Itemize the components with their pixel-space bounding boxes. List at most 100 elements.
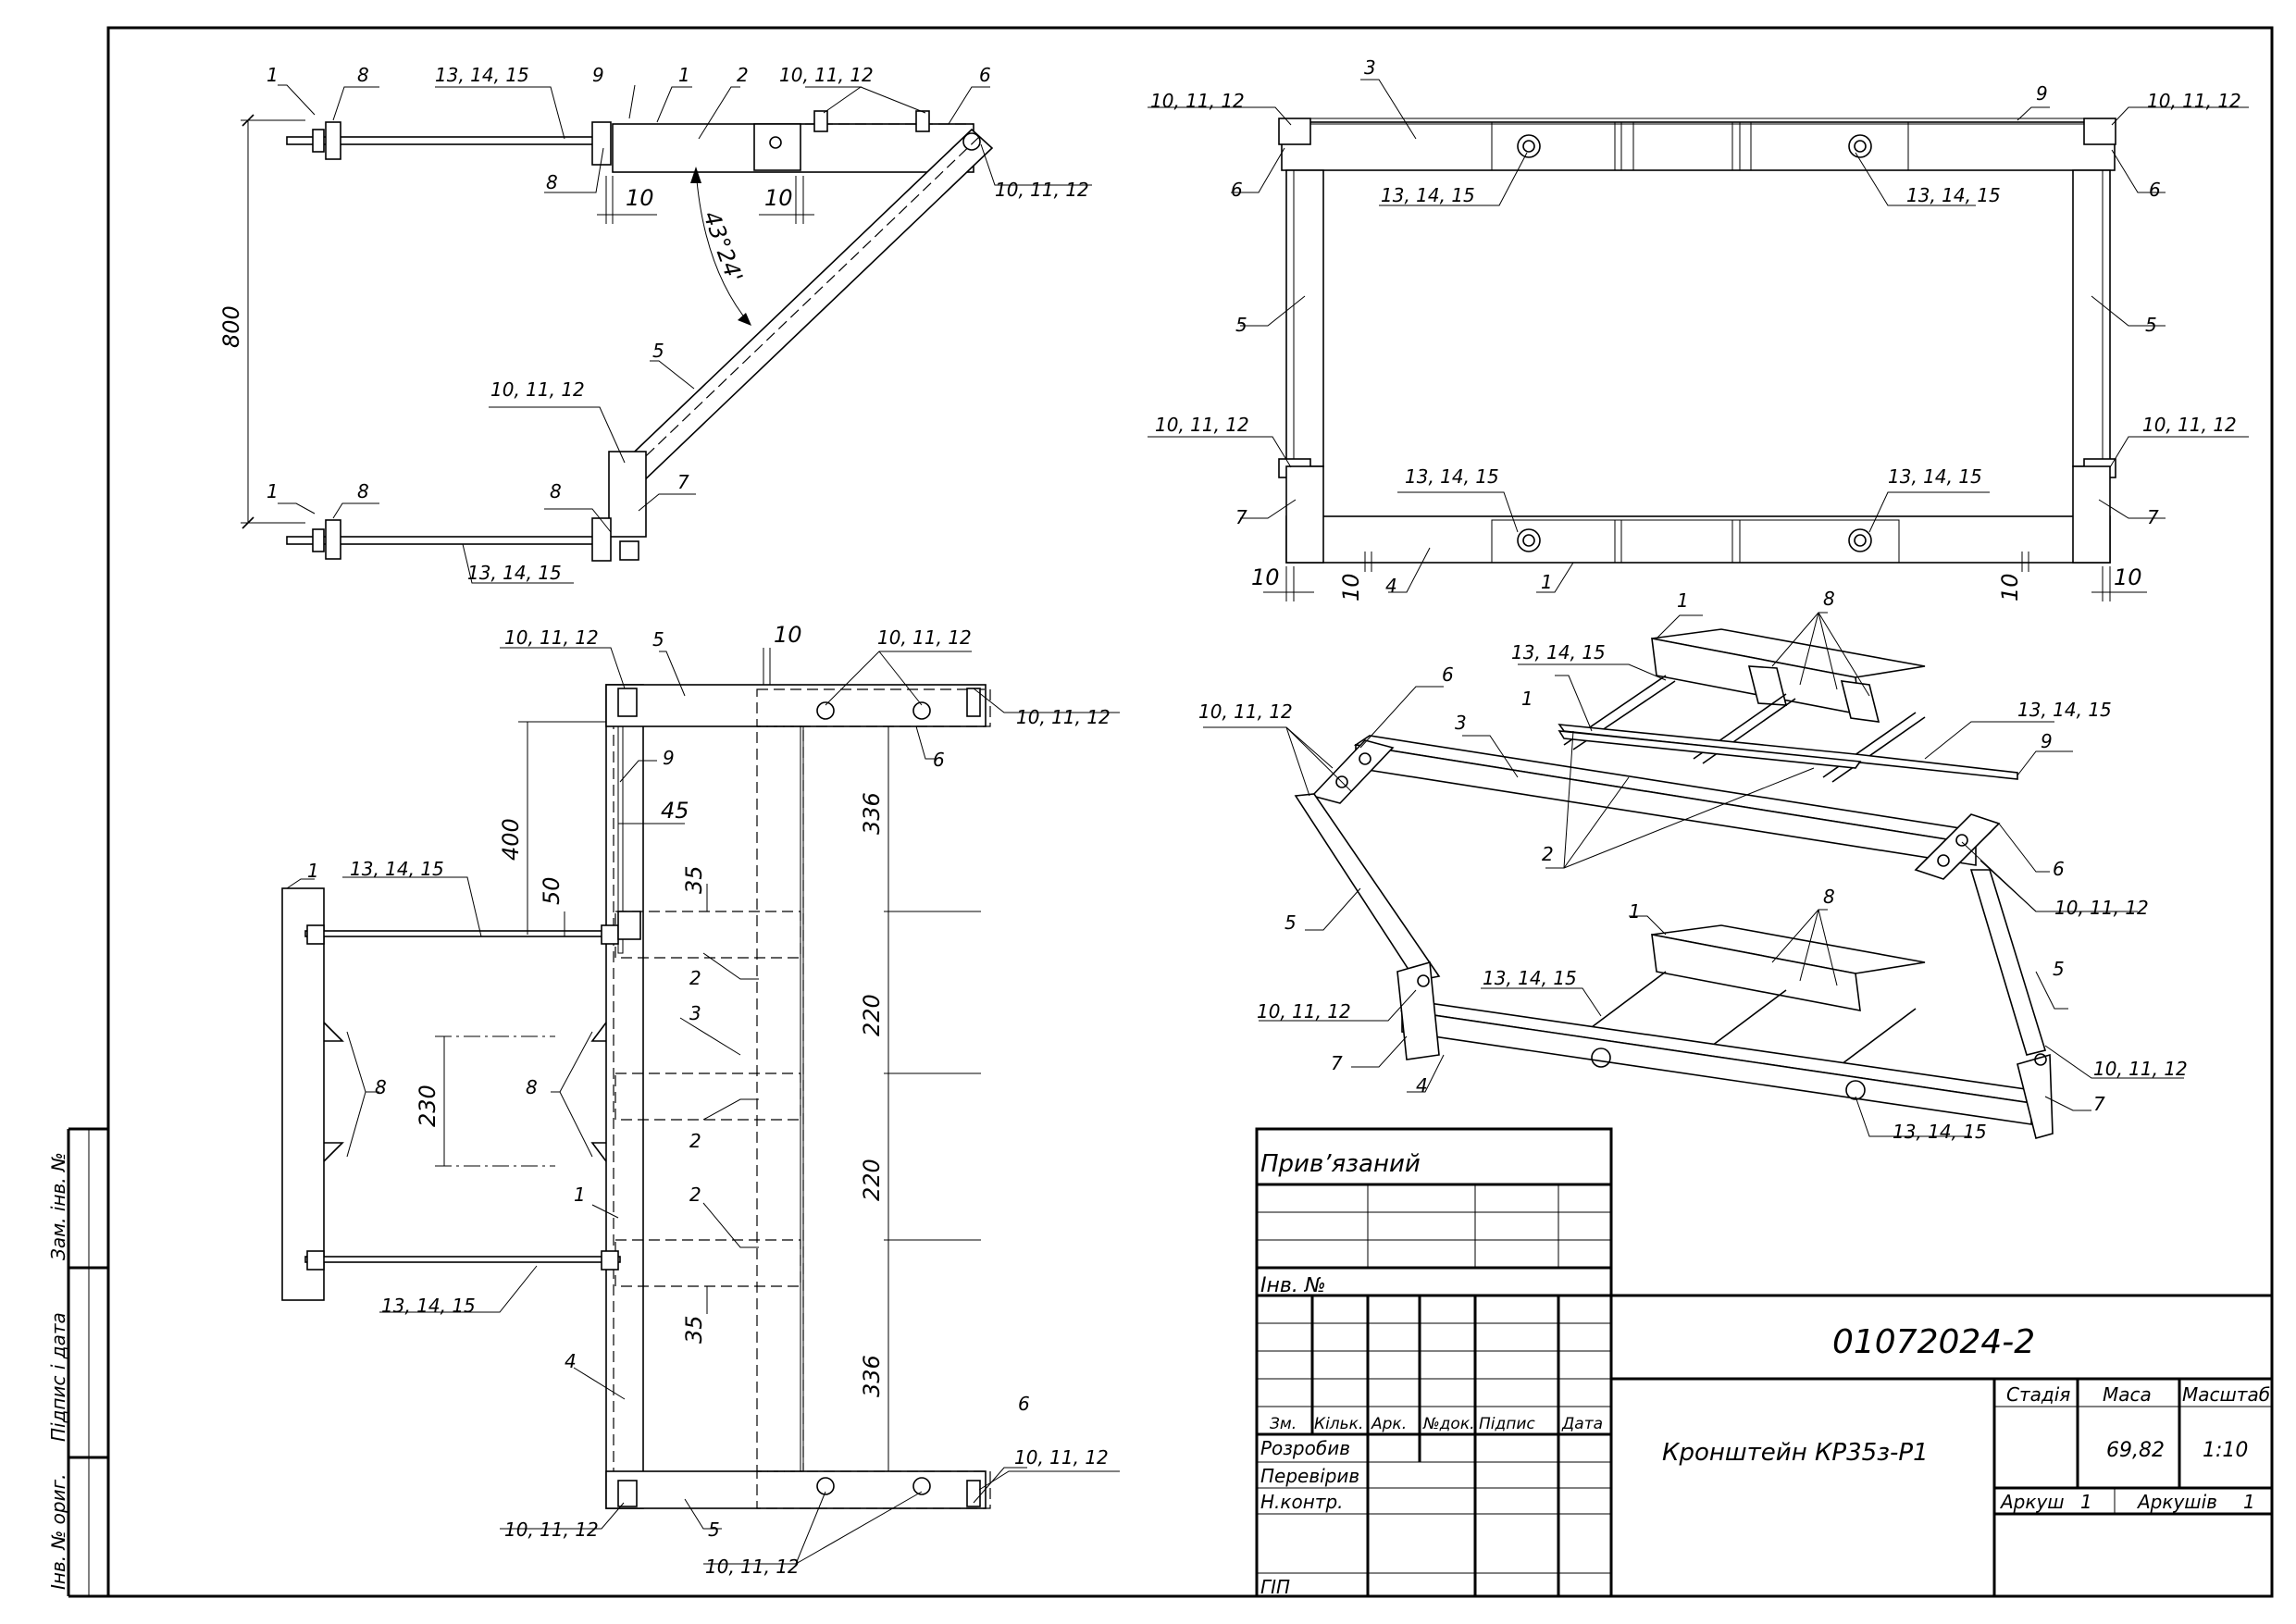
lbl-bolts-t4: 10, 11, 12 xyxy=(1014,1446,1109,1469)
lbl-2: 2 xyxy=(737,64,749,86)
dim-336-a: 336 xyxy=(859,792,885,835)
lbl-8-i1: 8 xyxy=(1823,588,1835,610)
lbl-4-t: 4 xyxy=(565,1350,577,1372)
tb-col-kilk: Кільк. xyxy=(1314,1415,1363,1433)
tb-sheet-value: 1 xyxy=(2080,1491,2092,1513)
tb-role-norm: Н.контр. xyxy=(1260,1491,1344,1513)
lbl-bolts-c: 10, 11, 12 xyxy=(490,378,585,401)
tb-mass-value: 69,82 xyxy=(2106,1439,2165,1462)
tb-col-sign: Підпис xyxy=(1479,1415,1535,1433)
tb-role-dev: Розробив xyxy=(1260,1437,1350,1459)
lbl-2-i: 2 xyxy=(1542,843,1554,865)
dim-10-e: 10 xyxy=(1997,573,2023,601)
lbl-9-i: 9 xyxy=(2041,730,2053,752)
dim-800: 800 xyxy=(218,305,244,348)
lbl-studs-f1: 13, 14, 15 xyxy=(1381,184,1475,206)
lbl-5-i2: 5 xyxy=(2053,958,2065,980)
dim-10-a: 10 xyxy=(626,185,654,211)
lbl-1-f: 1 xyxy=(1541,571,1553,593)
lbl-bolts-f3: 10, 11, 12 xyxy=(1155,414,1249,436)
tb-mass-label: Маса xyxy=(2103,1383,2152,1406)
lbl-bolts-f2: 10, 11, 12 xyxy=(2147,90,2241,112)
tb-bound: Прив’язаний xyxy=(1260,1150,1421,1178)
lbl-6: 6 xyxy=(979,64,991,86)
lbl-6-t2: 6 xyxy=(1018,1393,1030,1415)
dim-10-g: 10 xyxy=(774,622,802,648)
vertical-member xyxy=(605,684,644,1509)
lbl-7-f2: 7 xyxy=(2147,506,2159,528)
tb-sheets-value: 1 xyxy=(2243,1491,2255,1513)
lbl-bolts-t5: 10, 11, 12 xyxy=(504,1519,599,1541)
lbl-studs-i4: 13, 14, 15 xyxy=(1893,1121,1987,1143)
lbl-bolts-i3: 10, 11, 12 xyxy=(1257,1000,1351,1023)
lbl-bolts-f1: 10, 11, 12 xyxy=(1150,90,1245,112)
lbl-bolts: 10, 11, 12 xyxy=(779,64,874,86)
left-plate-upper xyxy=(325,121,341,160)
tb-col-ark: Арк. xyxy=(1371,1415,1407,1433)
lbl-1-i1: 1 xyxy=(1677,589,1689,612)
dim-50: 50 xyxy=(539,876,565,905)
lbl-studs-i3: 13, 14, 15 xyxy=(1483,967,1577,989)
lbl-3-t: 3 xyxy=(689,1002,701,1024)
lbl-3: 3 xyxy=(1364,56,1376,79)
lbl-bolts-i4: 10, 11, 12 xyxy=(2093,1058,2188,1080)
dim-400: 400 xyxy=(498,818,524,861)
tb-scale-value: 1:10 xyxy=(2203,1439,2248,1462)
tb-col-zm: Зм. xyxy=(1270,1415,1297,1433)
lbl-7-f1: 7 xyxy=(1235,506,1247,528)
stamp-orig-inv: Інв. № ориг. xyxy=(47,1474,69,1590)
lbl-studs-i2: 13, 14, 15 xyxy=(2017,699,2112,721)
lbl-8-i2: 8 xyxy=(1823,886,1835,908)
dim-336-b: 336 xyxy=(859,1355,885,1397)
lbl-bolts-b: 10, 11, 12 xyxy=(995,179,1089,201)
right-post xyxy=(2072,169,2111,467)
sheet-frame xyxy=(67,26,2274,1598)
lbl-bolts-f4: 10, 11, 12 xyxy=(2142,414,2237,436)
lbl-6-f1: 6 xyxy=(1231,179,1243,201)
lbl-bolts-t3: 10, 11, 12 xyxy=(1016,706,1111,728)
lbl-studs-t1: 13, 14, 15 xyxy=(350,858,444,880)
lbl-4-f: 4 xyxy=(1385,575,1397,597)
lbl-5-f2: 5 xyxy=(2145,314,2157,336)
lbl-studs-f4: 13, 14, 15 xyxy=(1888,465,1982,488)
dim-10-b: 10 xyxy=(764,185,793,211)
lbl-studs-f2: 13, 14, 15 xyxy=(1906,184,2001,206)
lbl-5-t2: 5 xyxy=(708,1519,720,1541)
lbl-13-14-15b: 13, 14, 15 xyxy=(467,562,562,584)
dim-10-f: 10 xyxy=(2114,564,2142,590)
bottom-beam xyxy=(1285,515,2111,564)
lbl-9-t: 9 xyxy=(663,747,675,769)
lbl-8-t2: 8 xyxy=(526,1076,538,1098)
dim-220-b: 220 xyxy=(859,1159,885,1201)
lbl-9: 9 xyxy=(592,64,604,86)
lbl-2-t3: 2 xyxy=(689,1184,701,1206)
lbl-3-i: 3 xyxy=(1455,712,1467,734)
tb-scale-label: Масштаб xyxy=(2182,1383,2270,1406)
lbl-6-i2: 6 xyxy=(2053,858,2065,880)
dim-45: 45 xyxy=(661,798,689,824)
lbl-bolts-i2: 10, 11, 12 xyxy=(2054,897,2149,919)
lbl-9-front: 9 xyxy=(2036,82,2048,105)
lbl-1c: 1 xyxy=(267,480,279,502)
lbl-1: 1 xyxy=(267,64,279,86)
lbl-5: 5 xyxy=(652,340,664,362)
dim-230: 230 xyxy=(415,1085,441,1127)
lbl-8d: 8 xyxy=(550,480,562,502)
tb-sheets-label: Аркушів xyxy=(2136,1491,2217,1513)
lbl-6-i1: 6 xyxy=(1442,663,1454,686)
left-post xyxy=(1285,169,1324,467)
lbl-1b: 1 xyxy=(678,64,690,86)
lbl-5-t1: 5 xyxy=(652,628,664,651)
lbl-1-i2: 1 xyxy=(1521,688,1533,710)
top-view: 230 336 220 220 336 400 50 45 35 35 10 xyxy=(281,622,1120,1578)
lbl-bolts-t2: 10, 11, 12 xyxy=(877,626,972,649)
tb-col-doc: №док. xyxy=(1422,1415,1475,1433)
tb-title: Кронштейн КР35з-Р1 xyxy=(1662,1439,1929,1467)
lbl-2-t1: 2 xyxy=(689,967,701,989)
dim-35-a: 35 xyxy=(681,865,707,894)
lbl-7: 7 xyxy=(677,471,689,493)
stamp-replace-inv: Зам. інв. № xyxy=(47,1152,69,1260)
lbl-6-t1: 6 xyxy=(933,749,945,771)
dim-35-b: 35 xyxy=(681,1315,707,1344)
